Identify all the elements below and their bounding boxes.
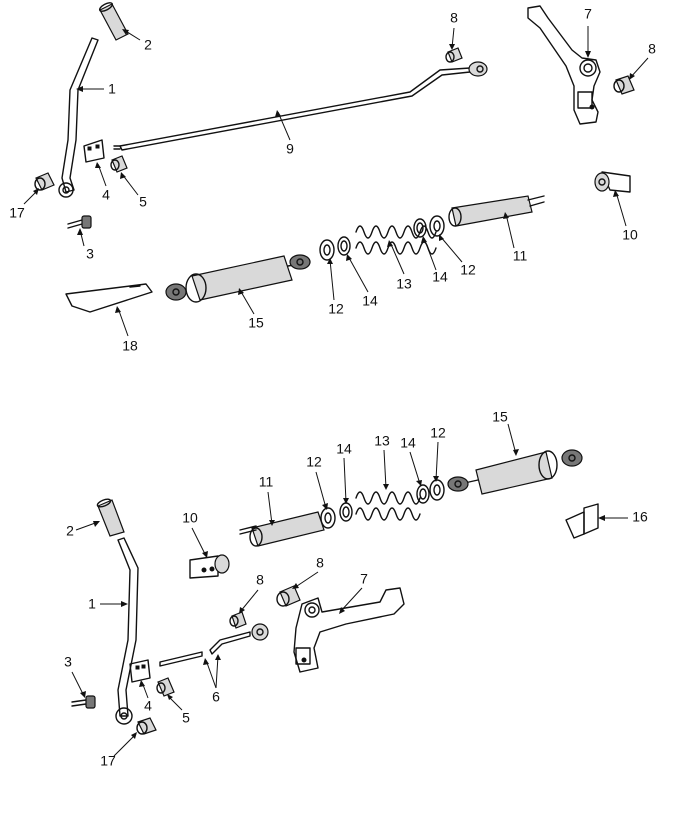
top-label-17: 17 (9, 205, 25, 221)
top-part-5-bushing (110, 155, 128, 173)
bottom-part-1-lever (115, 537, 139, 725)
top-part-8-bushing-a (445, 47, 463, 63)
top-part-8-bushing-b (613, 75, 635, 95)
bottom-label-11: 11 (259, 474, 274, 490)
bottom-label-14b: 14 (400, 435, 416, 451)
top-part-18-plate (65, 283, 153, 313)
top-part-1-lever (58, 37, 99, 198)
top-part-10-bracket (594, 171, 631, 193)
top-label-12b: 12 (460, 262, 476, 278)
bottom-label-13: 13 (374, 433, 390, 449)
top-label-18: 18 (122, 338, 138, 354)
bottom-part-7-crank (293, 587, 405, 673)
bottom-part-8-bushing-b (276, 585, 301, 607)
bottom-label-17: 17 (100, 753, 116, 769)
top-assembly: 1 2 3 4 5 7 8 8 9 10 11 12 12 13 14 14 1… (9, 2, 656, 354)
bottom-part-17-bushing (136, 717, 157, 735)
bottom-part-10-bracket (189, 554, 230, 579)
top-label-14a: 14 (362, 293, 378, 309)
top-label-7: 7 (584, 6, 592, 22)
top-part-11-tube (448, 195, 545, 227)
top-part-15-cylinder (165, 254, 311, 303)
bottom-part-11-tube (239, 511, 325, 547)
top-label-12a: 12 (328, 301, 344, 317)
bottom-label-1: 1 (88, 596, 96, 612)
top-part-4-bracket (83, 139, 105, 163)
top-label-1: 1 (108, 81, 116, 97)
top-label-10: 10 (622, 227, 638, 243)
top-label-5: 5 (139, 194, 147, 210)
bottom-label-12a: 12 (306, 454, 322, 470)
top-part-7-crank (527, 5, 601, 125)
bottom-part-5-bushing (156, 677, 175, 697)
top-part-17-bushing (34, 172, 55, 191)
bottom-part-16-bracket (565, 503, 599, 539)
top-label-8a: 8 (450, 10, 458, 26)
bottom-part-13-spring (355, 491, 421, 521)
top-washers-left (319, 236, 351, 261)
top-label-9: 9 (286, 141, 294, 157)
top-label-8b: 8 (648, 41, 656, 57)
bottom-part-4-bracket (129, 659, 151, 683)
bottom-label-14a: 14 (336, 441, 352, 457)
top-part-3-bolt (67, 215, 92, 229)
bottom-part-2-grip (96, 498, 125, 537)
top-label-13: 13 (396, 276, 412, 292)
bottom-label-8a: 8 (256, 572, 264, 588)
top-leaders (23, 26, 649, 337)
bottom-label-5: 5 (182, 710, 190, 726)
bottom-part-6-rod (159, 623, 269, 667)
bottom-label-8b: 8 (316, 555, 324, 571)
top-label-11: 11 (513, 248, 528, 264)
bottom-part-3-bolt (71, 695, 96, 709)
bottom-assembly: 15 12 14 13 14 12 11 10 16 2 1 3 4 5 6 8… (64, 409, 648, 769)
bottom-label-16: 16 (632, 509, 648, 525)
bottom-leaders (71, 423, 628, 757)
top-label-14b: 14 (432, 269, 448, 285)
bottom-label-7: 7 (360, 571, 368, 587)
bottom-part-15-cylinder (447, 449, 583, 495)
bottom-label-10: 10 (182, 510, 198, 526)
top-part-9-rod (113, 61, 488, 151)
top-label-15: 15 (248, 315, 264, 331)
top-part-13-spring (355, 225, 437, 255)
bottom-part-8-bushing-a (229, 611, 247, 629)
bottom-label-3: 3 (64, 654, 72, 670)
top-part-2-grip (98, 2, 129, 41)
bottom-label-2: 2 (66, 523, 74, 539)
top-label-3: 3 (86, 246, 94, 262)
bottom-label-12b: 12 (430, 425, 446, 441)
bottom-label-15: 15 (492, 409, 508, 425)
top-labels: 1 2 3 4 5 7 8 8 9 10 11 12 12 13 14 14 1… (9, 6, 656, 354)
top-label-2: 2 (144, 37, 152, 53)
bottom-label-6: 6 (212, 689, 220, 705)
top-label-4: 4 (102, 187, 110, 203)
bottom-labels: 15 12 14 13 14 12 11 10 16 2 1 3 4 5 6 8… (64, 409, 648, 769)
bottom-label-4: 4 (144, 698, 152, 714)
